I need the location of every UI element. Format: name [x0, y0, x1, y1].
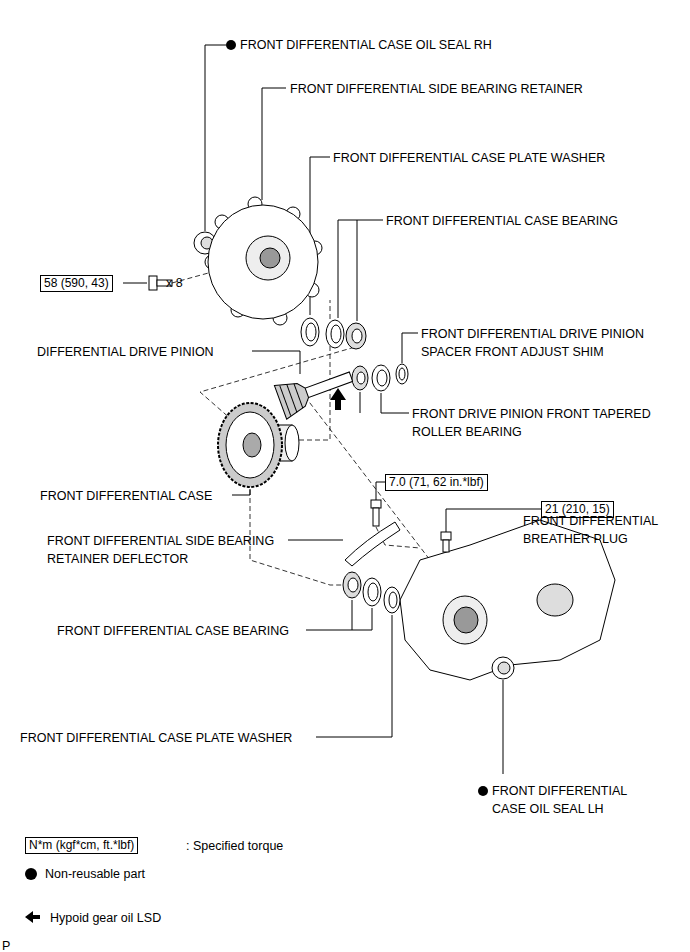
part-label: FRONT DIFFERENTIAL CASE PLATE WASHER — [20, 729, 292, 747]
part-label: FRONT DIFFERENTIAL CASE OIL SEAL LH — [492, 782, 657, 818]
legend-text: Hypoid gear oil LSD — [50, 909, 161, 927]
torque-value: 7.0 (71, 62 in.*lbf) — [389, 475, 484, 489]
torque-box: 58 (590, 43) — [40, 275, 113, 292]
part-label: FRONT DRIVE PINION FRONT TAPERED ROLLER … — [412, 405, 680, 441]
legend-text: : Specified torque — [186, 837, 283, 855]
torque-value: 58 (590, 43) — [44, 276, 109, 290]
torque-box: N*m (kgf*cm, ft.*lbf) — [25, 837, 138, 854]
part-label: FRONT DIFFERENTIAL CASE — [40, 487, 212, 505]
part-label: FRONT DIFFERENTIAL CASE BEARING — [386, 212, 618, 230]
quantity-label: x 8 — [166, 274, 183, 292]
part-label: FRONT DIFFERENTIAL SIDE BEARING RETAINER… — [47, 532, 292, 568]
part-label: FRONT DIFFERENTIAL CASE PLATE WASHER — [333, 149, 605, 167]
part-label: FRONT DIFFERENTIAL CASE BEARING — [57, 622, 289, 640]
part-label: FRONT DIFFERENTIAL SIDE BEARING RETAINER — [290, 80, 583, 98]
page-mark: P — [2, 937, 10, 952]
part-label: DIFFERENTIAL DRIVE PINION — [37, 343, 214, 361]
torque-value: N*m (kgf*cm, ft.*lbf) — [29, 838, 134, 852]
part-label: FRONT DIFFERENTIAL DRIVE PINION SPACER F… — [421, 325, 676, 361]
part-label: FRONT DIFFERENTIAL CASE OIL SEAL RH — [240, 36, 492, 54]
part-label: FRONT DIFFERENTIAL BREATHER PLUG — [523, 512, 683, 548]
legend-text: Non-reusable part — [45, 865, 145, 883]
torque-box: 7.0 (71, 62 in.*lbf) — [385, 474, 488, 491]
torque-value: 21 (210, 15) — [545, 502, 610, 516]
